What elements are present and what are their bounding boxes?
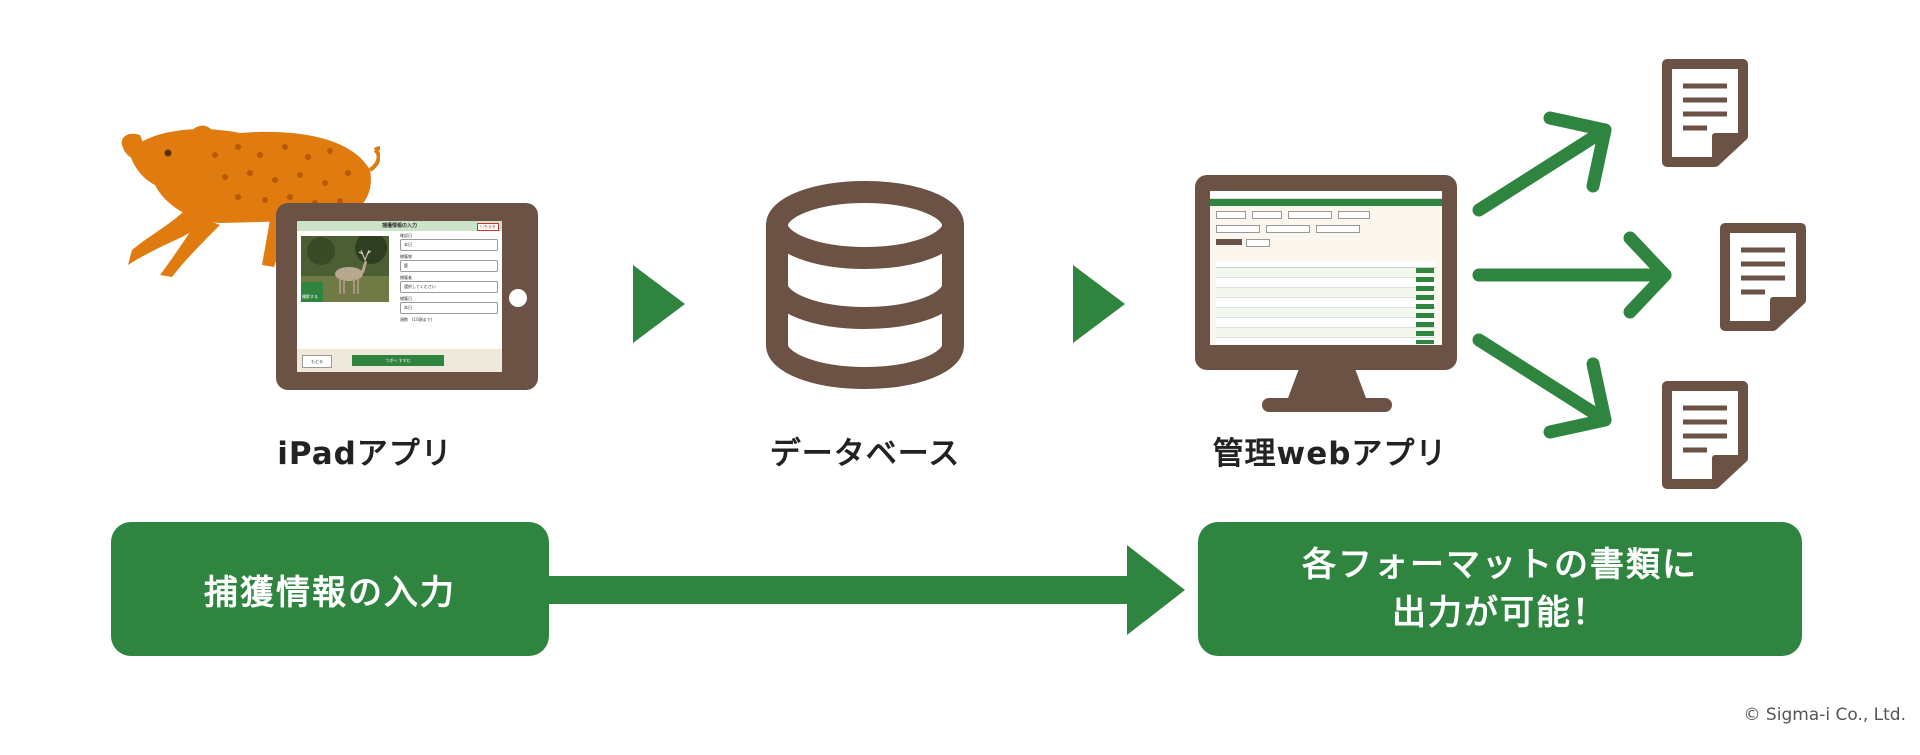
document-icon — [1662, 381, 1748, 489]
ipad-corner-button[interactable]: いちまを — [477, 223, 499, 231]
deer-photo — [301, 236, 389, 302]
arrow-icon — [1073, 265, 1125, 343]
output-box: 各フォーマットの書類に 出力が可能！ — [1198, 522, 1802, 656]
monitor-stand — [1262, 366, 1392, 412]
next-button[interactable]: つぎへ すすむ — [352, 355, 444, 366]
long-arrow-icon — [545, 545, 1185, 635]
webapp-table — [1216, 261, 1436, 345]
field-input[interactable]: 選択してください — [400, 281, 498, 293]
field-label: 捕獲物 — [400, 254, 412, 259]
input-box-text: 捕獲情報の入力 — [204, 572, 456, 613]
field-input[interactable]: 鹿 — [400, 260, 498, 272]
ipad-app-label: iPadアプリ — [277, 436, 453, 472]
output-box-line2: 出力が可能！ — [1392, 593, 1608, 633]
boar-icon — [121, 125, 380, 277]
document-icon — [1662, 59, 1748, 167]
field-label: 確認日 — [400, 233, 412, 238]
webapp-nav — [1210, 199, 1442, 206]
database-icon — [766, 181, 964, 389]
webapp-label: 管理webアプリ — [1212, 436, 1448, 472]
output-box-line1: 各フォーマットの書類に — [1302, 545, 1698, 585]
field-input[interactable]: 本日 — [400, 239, 498, 251]
output-arrows — [1472, 111, 1672, 439]
ipad-form: 確認日 本日 捕獲物 鹿 捕獲者 選択してください 捕獲日 本日 頭数 (10頭… — [400, 233, 498, 323]
arrow-icon — [633, 265, 685, 343]
document-icon — [1720, 223, 1806, 331]
input-box: 捕獲情報の入力 — [111, 522, 549, 656]
field-label: 捕獲者 — [400, 275, 412, 280]
count-label: 頭数 (10頭まで) — [400, 317, 433, 322]
tablet-home-button — [509, 289, 527, 307]
field-label: 捕獲日 — [400, 296, 412, 301]
webapp-row-buttons — [1416, 268, 1434, 344]
copyright: © Sigma-i Co., Ltd. — [1743, 705, 1906, 725]
webapp-header — [1210, 191, 1442, 199]
webapp-filters — [1216, 211, 1436, 247]
back-button[interactable]: もどる — [302, 355, 332, 368]
ipad-screen-title: 捕獲情報の入力 — [297, 221, 502, 231]
database-label: データベース — [769, 436, 961, 472]
ipad-app-screen: 捕獲情報の入力 いちまを 撮影する 確認日 本日 捕獲物 鹿 捕獲者 選択してく… — [297, 221, 502, 372]
webapp-screen — [1210, 191, 1442, 345]
photo-button[interactable]: 撮影する — [302, 294, 318, 299]
field-input[interactable]: 本日 — [400, 302, 498, 314]
